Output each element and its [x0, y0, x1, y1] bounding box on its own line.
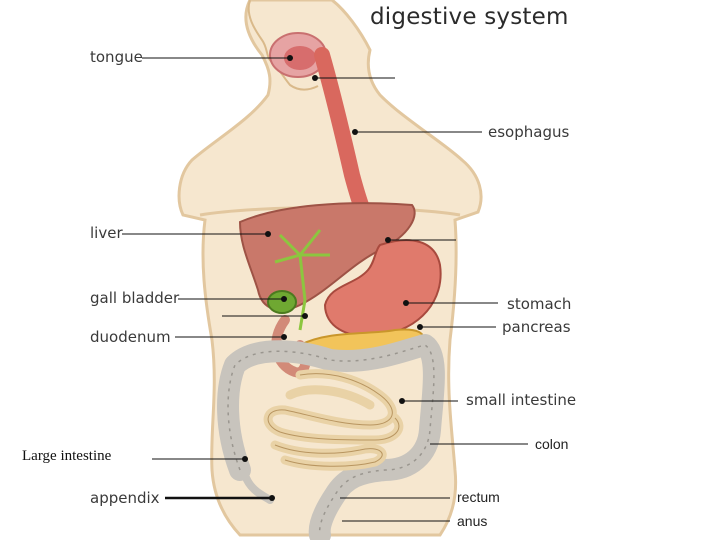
leader-dots — [242, 55, 423, 501]
liver-shape — [238, 202, 416, 311]
label-esophagus: esophagus — [488, 123, 570, 141]
gall-bladder-shape — [267, 290, 297, 314]
label-tongue: tongue — [90, 48, 143, 66]
label-colon: colon — [535, 436, 569, 452]
label-pancreas: pancreas — [502, 318, 571, 336]
label-liver: liver — [90, 224, 123, 242]
label-duodenum: duodenum — [90, 328, 171, 346]
label-appendix: appendix — [90, 489, 160, 507]
tongue-shape — [269, 32, 327, 78]
label-stomach: stomach — [507, 295, 572, 313]
label-rectum: rectum — [457, 489, 500, 505]
label-small-intestine: small intestine — [466, 391, 577, 409]
leader-lines — [122, 57, 528, 522]
label-large-intestine: Large intestine — [22, 448, 112, 464]
label-gall-bladder: gall bladder — [90, 289, 180, 307]
label-anus: anus — [457, 513, 488, 529]
diagram-title: digestive system — [370, 4, 569, 30]
